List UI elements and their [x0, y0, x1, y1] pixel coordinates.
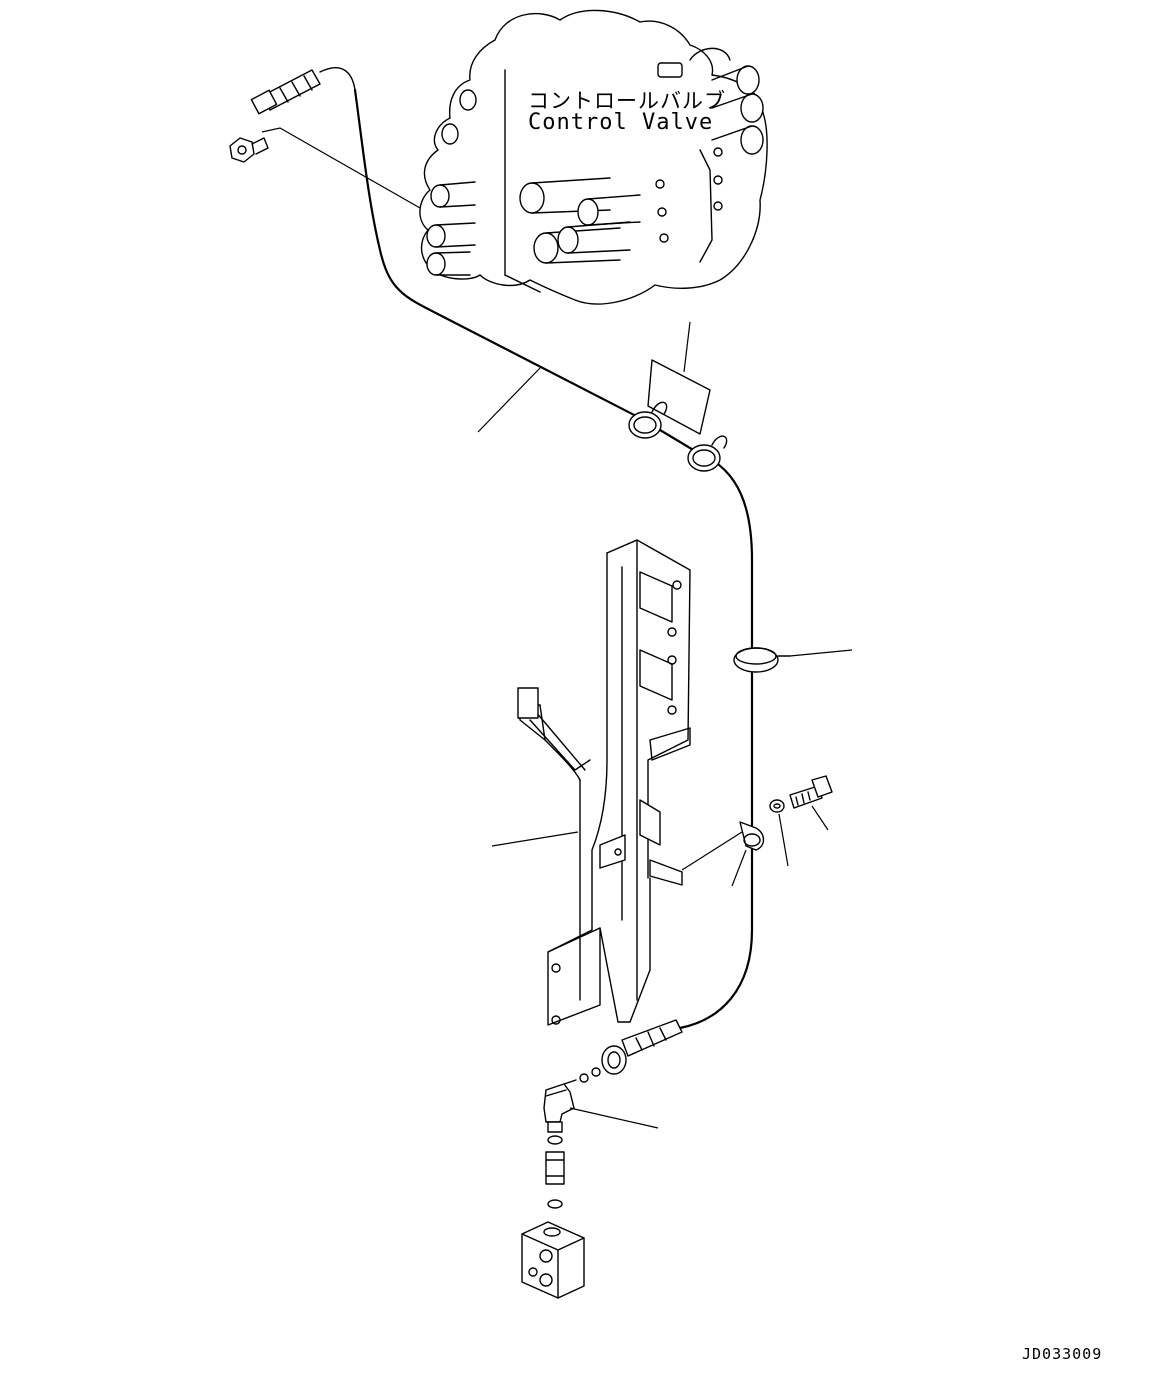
leader-elbow — [569, 1107, 659, 1129]
leader-washer — [778, 813, 789, 867]
drawing-number: JD033009 — [1022, 1345, 1103, 1363]
clip-washer-bolt — [739, 775, 833, 851]
hose-line — [353, 88, 754, 1030]
bracket — [517, 539, 691, 1026]
band-clamp — [733, 647, 853, 673]
control-valve — [419, 9, 768, 305]
leader-hose — [477, 367, 541, 433]
leader-bracket — [491, 831, 579, 847]
leader-clip-link — [681, 831, 743, 871]
control-valve-label-jp: コントロールバルブ — [528, 89, 726, 113]
hose-clamps — [628, 321, 728, 472]
hose-upper-fitting — [229, 67, 421, 209]
leader-clip — [731, 849, 747, 887]
elbow-adapter-block — [521, 1079, 585, 1299]
control-valve-label-en: Control Valve — [528, 110, 714, 135]
leader-bolt — [811, 805, 829, 831]
hose-lower-fitting — [579, 1019, 683, 1083]
